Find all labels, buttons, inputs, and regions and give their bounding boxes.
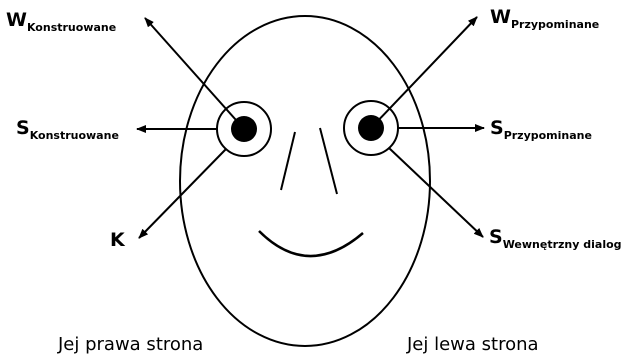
label-bottom-right: SWewnętrzny dialog [489,226,622,251]
label-top-right: WPrzypominane [490,6,599,31]
caption-left: Jej prawa strona [57,334,203,355]
label-bottom-left: K [110,229,126,251]
mouth [259,231,363,256]
face-outline [180,16,430,346]
arrow-top-left [145,18,244,129]
nose-right-line [320,128,337,194]
arrow-top-right [371,17,477,128]
arrow-bottom-right [389,148,483,237]
label-mid-left: SKonstruowane [16,117,119,142]
arrow-bottom-left [139,149,226,238]
label-mid-right: SPrzypominane [490,117,592,142]
label-top-left: WKonstruowane [6,9,116,34]
nose-left-line [281,132,295,190]
caption-right: Jej lewa strona [406,334,539,355]
